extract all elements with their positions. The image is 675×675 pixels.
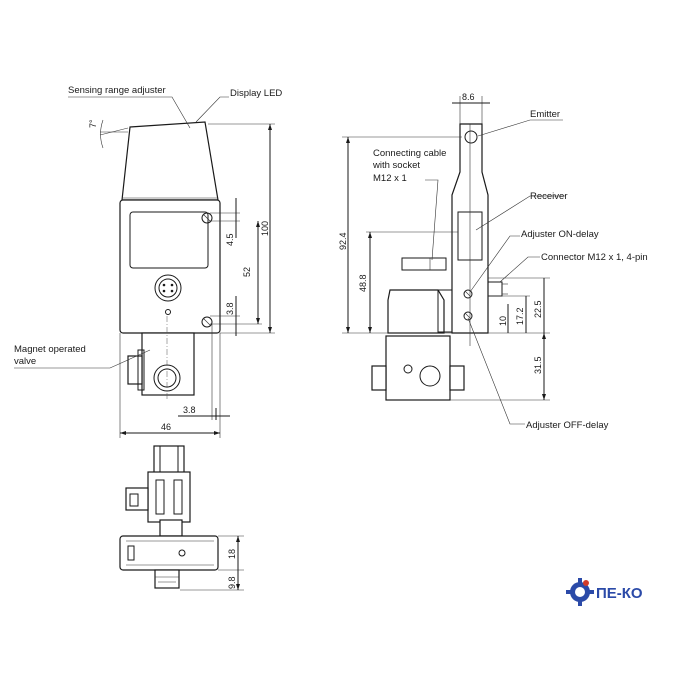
label-adjuster-off-delay: Adjuster OFF-delay [526,420,609,431]
dim-4-5: 4.5 [225,233,235,246]
dim-3-8-bottom: 3.8 [183,405,196,415]
gear-icon [566,578,594,606]
label-receiver: Receiver [530,191,568,202]
connecting-cable [401,257,447,271]
label-cable-1: Connecting cable [373,148,446,159]
label-cable-2: with socket [372,160,420,171]
label-magnet-valve-2: valve [14,356,36,367]
valve-side [387,289,445,334]
side-view [342,96,565,425]
dim-31-5: 31.5 [533,356,543,374]
dim-22-5: 22.5 [533,300,543,318]
label-cable-3: M12 x 1 [373,173,407,184]
valve-body-side [385,335,451,401]
display-window [129,211,209,269]
dim-17-2: 17.2 [515,307,525,325]
dim-8-6: 8.6 [462,92,475,102]
label-sensing-range-adjuster: Sensing range adjuster [68,85,166,96]
dim-18: 18 [227,549,237,559]
label-adjuster-on-delay: Adjuster ON-delay [521,229,599,240]
label-magnet-valve-1: Magnet operated [14,344,86,355]
emitter-lens [464,130,478,144]
dim-48-8: 48.8 [358,274,368,292]
dim-52: 52 [242,267,252,277]
dim-9-8: 9.8 [227,576,237,589]
front-view [14,96,275,438]
company-logo: ПЕ-КО [566,578,643,606]
dim-3-8-right: 3.8 [225,302,235,315]
dim-92-4: 92.4 [338,232,348,250]
top-connector [154,569,180,589]
screw-top [201,212,213,224]
dim-angle: 7° [88,119,98,128]
dim-10: 10 [498,316,508,326]
logo-text: ПЕ-КО [596,585,643,602]
sensor-head [121,121,219,201]
screw-bottom [201,316,213,328]
magnet-valve [141,332,195,396]
label-display-led: Display LED [230,88,282,99]
label-connector: Connector M12 x 1, 4-pin [541,252,648,263]
m12-connector [154,274,182,302]
label-emitter: Emitter [530,109,560,120]
top-view [119,445,244,591]
dim-46: 46 [161,422,171,432]
dim-100: 100 [260,221,270,236]
